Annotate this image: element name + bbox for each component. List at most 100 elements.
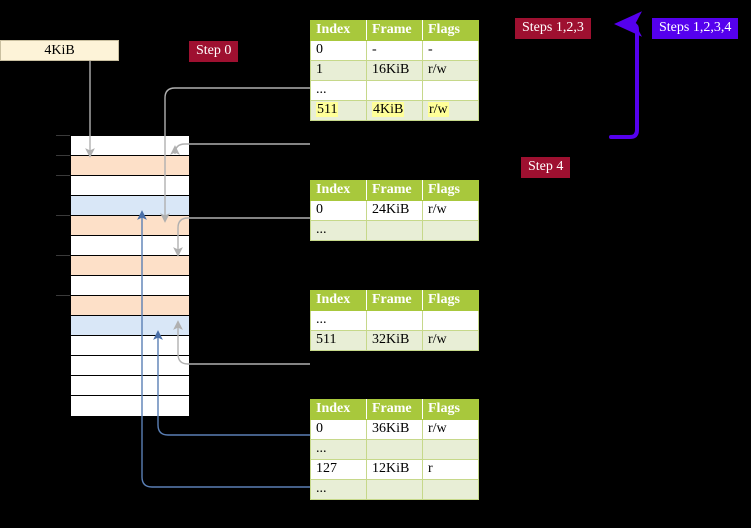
frame-size-box: 4KiB	[0, 40, 119, 61]
table-cell: 0	[310, 200, 367, 221]
highlighted-value: 4KiB	[372, 102, 405, 117]
table-cell	[366, 220, 423, 241]
table-cell: 4KiB	[366, 100, 423, 121]
table-cell: ...	[310, 439, 367, 460]
memory-frame-row	[71, 396, 189, 416]
frame-size-label: 4KiB	[44, 43, 75, 58]
column-header-flags: Flags	[422, 20, 479, 41]
table-cell: 32KiB	[366, 330, 423, 351]
table-row: ...	[310, 479, 479, 500]
step-4-badge: Step 4	[521, 157, 571, 178]
memory-frame-row	[71, 256, 189, 276]
table-cell	[422, 479, 479, 500]
column-header-frame: Frame	[366, 180, 423, 201]
column-header-frame: Frame	[366, 290, 423, 311]
table-row: ...	[310, 80, 479, 101]
column-header-flags: Flags	[422, 290, 479, 311]
steps-123-label: Steps 1,2,3	[522, 20, 584, 35]
column-header-flags: Flags	[422, 399, 479, 420]
column-header-index: Index	[310, 180, 367, 201]
table-cell: 511	[310, 100, 367, 121]
step-0-label: Step 0	[196, 43, 232, 58]
column-header-index: Index	[310, 290, 367, 311]
table-cell: 0	[310, 419, 367, 440]
memory-frame-row	[71, 216, 189, 236]
memory-frame-row	[71, 276, 189, 296]
table-cell: 24KiB	[366, 200, 423, 221]
memory-frame-row	[71, 196, 189, 216]
column-header-flags: Flags	[422, 180, 479, 201]
table-cell: r	[422, 459, 479, 480]
memory-tick-mark	[56, 215, 70, 216]
table-cell: 16KiB	[366, 60, 423, 81]
table-cell: 511	[310, 330, 367, 351]
memory-tick-mark	[56, 295, 70, 296]
wire-steps-1234-bracket	[609, 11, 642, 139]
wire-pd-to-mem	[173, 320, 310, 365]
wire-pdpt-to-mem	[173, 217, 310, 257]
table-row: ...	[310, 220, 479, 241]
table-cell: 12KiB	[366, 459, 423, 480]
table-cell: 0	[310, 40, 367, 61]
table-cell	[366, 479, 423, 500]
table-cell: r/w	[422, 60, 479, 81]
step-0-badge: Step 0	[189, 41, 239, 62]
highlighted-value: 511	[316, 102, 339, 117]
column-header-index: Index	[310, 399, 367, 420]
column-header-index: Index	[310, 20, 367, 41]
physical-memory-column	[70, 135, 190, 416]
table-row: 511 4KiB r/w	[310, 100, 479, 121]
table-cell	[422, 220, 479, 241]
step-4-label: Step 4	[528, 159, 564, 174]
table-cell: 36KiB	[366, 419, 423, 440]
table-cell	[422, 80, 479, 101]
memory-frame-row	[71, 296, 189, 316]
table-cell	[422, 310, 479, 331]
memory-tick-mark	[56, 155, 70, 156]
table-cell	[366, 80, 423, 101]
memory-frame-row	[71, 136, 189, 156]
wire-pml4-511-to-mem	[170, 143, 310, 155]
table-cell: 1	[310, 60, 367, 81]
memory-tick-mark	[56, 255, 70, 256]
table-row: ...	[310, 439, 479, 460]
column-header-frame: Frame	[366, 20, 423, 41]
table-cell: ...	[310, 479, 367, 500]
table-row: 0--	[310, 40, 479, 61]
table-cell: r/w	[422, 330, 479, 351]
table-cell: 127	[310, 459, 367, 480]
table-cell: r/w	[422, 100, 479, 121]
memory-frame-row	[71, 236, 189, 256]
table-cell: -	[366, 40, 423, 61]
memory-frame-row	[71, 156, 189, 176]
memory-frame-row	[71, 356, 189, 376]
table-cell: r/w	[422, 419, 479, 440]
highlighted-value: r/w	[428, 102, 449, 117]
memory-tick-mark	[56, 135, 70, 136]
memory-frame-row	[71, 316, 189, 336]
table-cell	[366, 310, 423, 331]
table-row: ...	[310, 310, 479, 331]
memory-frame-row	[71, 376, 189, 396]
table-cell: r/w	[422, 200, 479, 221]
steps-1234-badge: Steps 1,2,3,4	[652, 18, 739, 39]
memory-frame-row	[71, 176, 189, 196]
table-cell	[366, 439, 423, 460]
steps-1234-label: Steps 1,2,3,4	[659, 20, 732, 35]
table-cell	[422, 439, 479, 460]
table-cell: ...	[310, 220, 367, 241]
table-cell: ...	[310, 310, 367, 331]
table-cell: ...	[310, 80, 367, 101]
